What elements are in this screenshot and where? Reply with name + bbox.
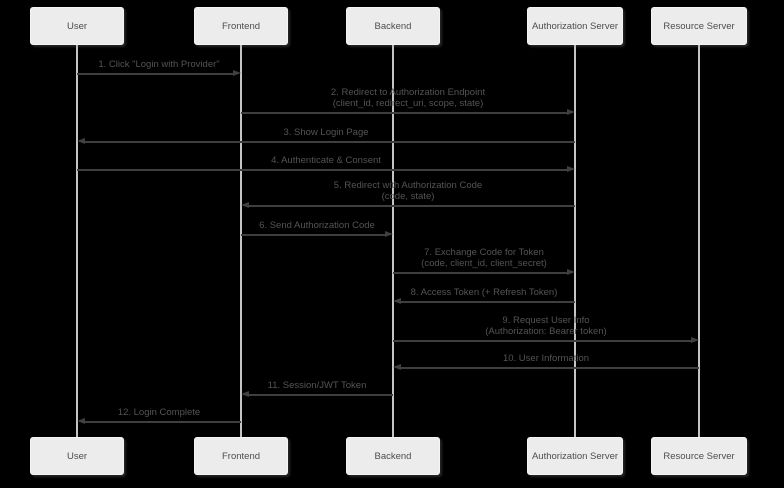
message-8-line: [401, 301, 575, 303]
message-7-label: 7. Exchange Code for Token(code, client_…: [393, 247, 575, 269]
message-label-line1: 6. Send Authorization Code: [259, 220, 375, 231]
message-label-line2: (code, state): [381, 191, 435, 202]
message-label-line1: 12. Login Complete: [117, 407, 201, 418]
message-label-line1: 1. Click "Login with Provider": [98, 59, 220, 70]
message-11-line: [249, 394, 393, 396]
participant-label: Resource Server: [663, 20, 735, 32]
message-7-line: [393, 272, 567, 274]
message-1-arrowhead: [233, 70, 241, 76]
message-2-arrowhead: [567, 109, 575, 115]
message-11-arrowhead: [241, 391, 249, 397]
message-label-line1: 10. User Information: [502, 353, 590, 364]
message-3-label: 3. Show Login Page: [77, 127, 575, 138]
lifeline-user: [76, 45, 78, 437]
participant-label: User: [66, 450, 88, 462]
participant-label: Frontend: [221, 20, 261, 32]
participant-top-box-resource-server: Resource Server: [651, 7, 747, 45]
lifeline-auth-server: [574, 45, 576, 437]
message-6-line: [241, 234, 385, 236]
participant-top-box-auth-server: Authorization Server: [527, 7, 623, 45]
message-10-line: [401, 367, 699, 369]
message-label-line1: 11. Session/JWT Token: [267, 380, 367, 391]
message-1-line: [77, 73, 233, 75]
message-9-label: 9. Request User Info(Authorization: Bear…: [393, 315, 699, 337]
message-3-line: [85, 141, 575, 143]
message-label-line2: (client_id, redirect_uri, scope, state): [332, 98, 484, 109]
participant-label: Authorization Server: [531, 20, 619, 32]
message-4-line: [77, 169, 567, 171]
lifeline-frontend: [240, 45, 242, 437]
message-5-label: 5. Redirect with Authorization Code(code…: [241, 180, 575, 202]
message-3-arrowhead: [77, 138, 85, 144]
message-6-arrowhead: [385, 231, 393, 237]
participant-bottom-box-frontend: Frontend: [194, 437, 288, 475]
participant-bottom-box-backend: Backend: [346, 437, 440, 475]
message-label-line1: 4. Authenticate & Consent: [271, 155, 381, 166]
message-6-label: 6. Send Authorization Code: [241, 220, 393, 231]
participant-bottom-box-resource-server: Resource Server: [651, 437, 747, 475]
message-4-arrowhead: [567, 166, 575, 172]
message-10-arrowhead: [393, 364, 401, 370]
lifeline-backend: [392, 45, 394, 437]
lifeline-resource-server: [698, 45, 700, 437]
message-2-line: [241, 112, 567, 114]
participant-top-box-frontend: Frontend: [194, 7, 288, 45]
participant-label: Resource Server: [663, 450, 735, 462]
message-8-arrowhead: [393, 298, 401, 304]
message-4-label: 4. Authenticate & Consent: [77, 155, 575, 166]
message-7-arrowhead: [567, 269, 575, 275]
message-11-label: 11. Session/JWT Token: [241, 380, 393, 391]
participant-top-box-user: User: [30, 7, 124, 45]
message-5-arrowhead: [241, 202, 249, 208]
message-label-line1: 8. Access Token (+ Refresh Token): [410, 287, 558, 298]
message-label-line1: 2. Redirect to Authorization Endpoint: [330, 87, 486, 98]
participant-top-box-backend: Backend: [346, 7, 440, 45]
message-label-line2: (code, client_id, client_secret): [421, 258, 547, 269]
message-1-label: 1. Click "Login with Provider": [77, 59, 241, 70]
participant-label: User: [66, 20, 88, 32]
participant-bottom-box-user: User: [30, 437, 124, 475]
participant-label: Authorization Server: [531, 450, 619, 462]
message-label-line1: 9. Request User Info: [502, 315, 590, 326]
participant-label: Backend: [374, 450, 412, 462]
message-12-label: 12. Login Complete: [77, 407, 241, 418]
message-9-line: [393, 340, 691, 342]
message-2-label: 2. Redirect to Authorization Endpoint(cl…: [241, 87, 575, 109]
message-5-line: [249, 205, 575, 207]
participant-label: Frontend: [221, 450, 261, 462]
message-12-line: [85, 421, 241, 423]
participant-bottom-box-auth-server: Authorization Server: [527, 437, 623, 475]
message-8-label: 8. Access Token (+ Refresh Token): [393, 287, 575, 298]
message-12-arrowhead: [77, 418, 85, 424]
participant-label: Backend: [374, 20, 412, 32]
message-label-line2: (Authorization: Bearer token): [485, 326, 607, 337]
message-9-arrowhead: [691, 337, 699, 343]
message-label-line1: 7. Exchange Code for Token: [424, 247, 544, 258]
message-label-line1: 3. Show Login Page: [283, 127, 369, 138]
message-10-label: 10. User Information: [393, 353, 699, 364]
message-label-line1: 5. Redirect with Authorization Code: [333, 180, 483, 191]
